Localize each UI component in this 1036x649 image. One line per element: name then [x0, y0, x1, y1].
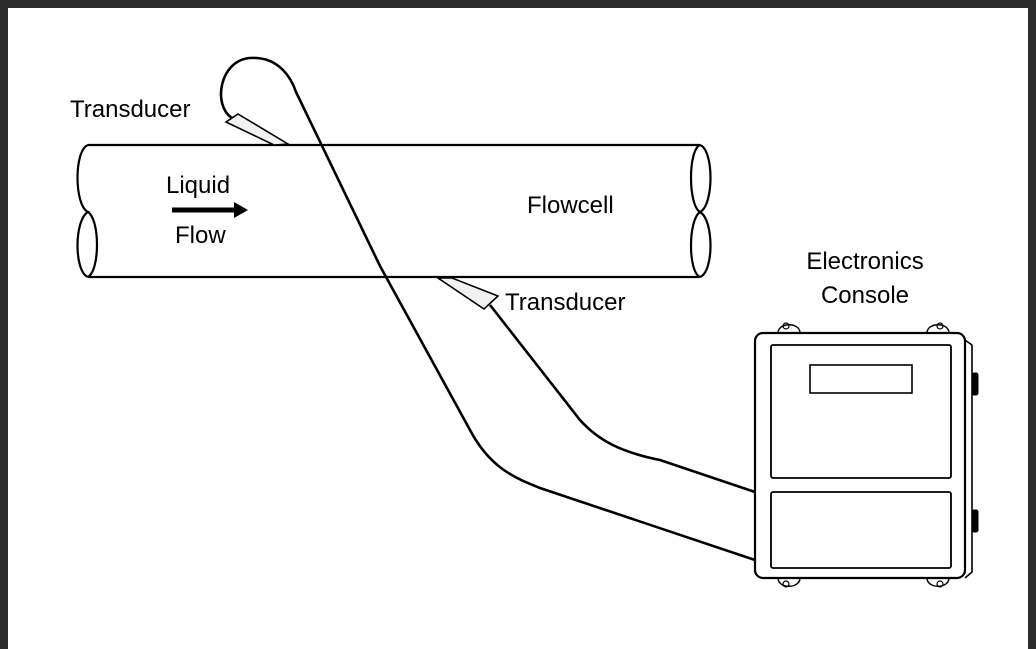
- label-flowcell: Flowcell: [527, 192, 614, 219]
- transducer-top: [224, 113, 291, 146]
- label-transducer-top: Transducer: [70, 96, 191, 123]
- console-display: [809, 364, 913, 394]
- transducer-bottom: [435, 277, 500, 311]
- label-transducer-bottom: Transducer: [505, 289, 626, 316]
- cable-top-transducer: [219, 56, 756, 562]
- label-liquid: Liquid: [166, 172, 231, 199]
- flowcell-pipe: [76, 143, 712, 279]
- label-flow: Flow: [175, 222, 226, 249]
- label-electronics: Electronics: [806, 248, 924, 275]
- electronics-console: [753, 322, 979, 588]
- cable-bottom-transducer: [488, 304, 756, 494]
- flow-arrow: [172, 202, 248, 218]
- label-console: Console: [820, 282, 910, 309]
